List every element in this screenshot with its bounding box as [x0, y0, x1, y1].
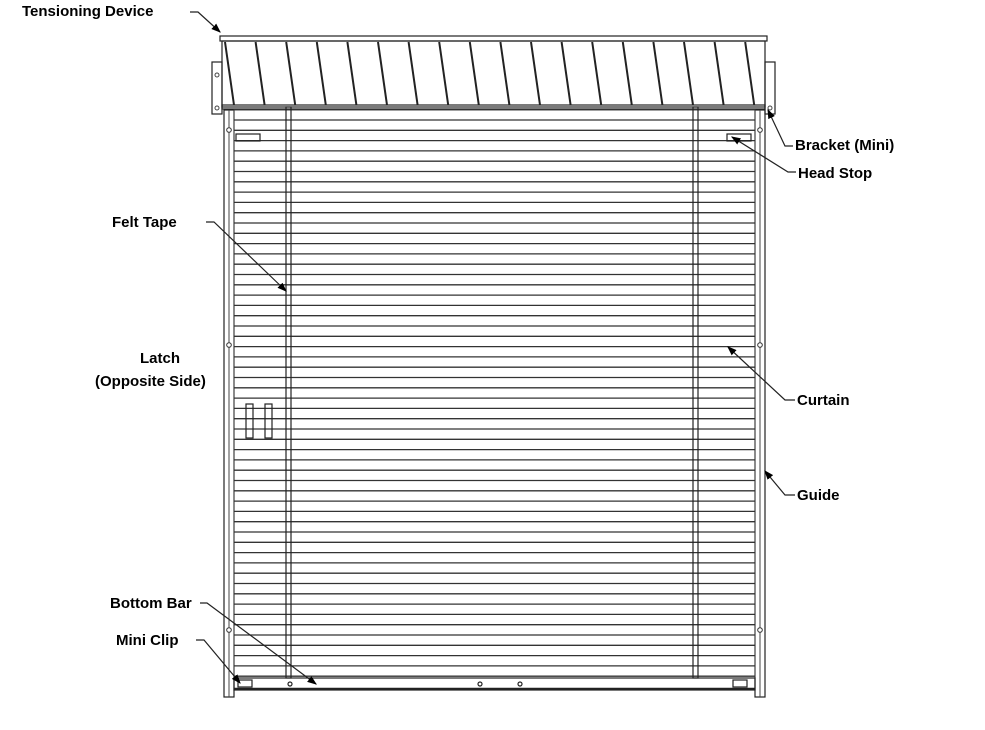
hood-stripe [254, 41, 266, 106]
hood-stripe [377, 41, 388, 106]
bracket-left [211, 61, 223, 115]
hood-stripe [224, 41, 235, 106]
label-felt-tape: Felt Tape [112, 214, 177, 231]
hood-stripe [468, 41, 480, 106]
hood-stripe [285, 41, 297, 106]
guide-holes [226, 127, 763, 633]
guide-hole [757, 127, 763, 133]
hood-stripe [713, 41, 725, 106]
hood-stripe [560, 41, 572, 106]
mini-clip-left [237, 679, 253, 688]
label-head-stop: Head Stop [798, 165, 872, 182]
hood-stripe [652, 41, 664, 106]
label-curtain: Curtain [797, 392, 850, 409]
mini-clip-right [732, 679, 748, 688]
label-bottom-bar: Bottom Bar [110, 595, 192, 612]
hood-stripe [407, 41, 419, 106]
leader-lines [190, 11, 796, 685]
latch [245, 403, 273, 439]
label-bracket: Bracket (Mini) [795, 137, 894, 154]
bottom-bar [233, 677, 756, 691]
hood-stripe [683, 41, 694, 106]
bracket-right [764, 61, 776, 115]
guide-hole [226, 627, 232, 633]
guide-right [754, 109, 766, 698]
guide-left [223, 109, 235, 698]
hood-stripe [530, 41, 541, 106]
head-stop-right [726, 133, 752, 142]
hood-stripe [499, 41, 511, 106]
head-stop-left [235, 133, 261, 142]
guide-hole [226, 342, 232, 348]
label-latch-note: (Opposite Side) [95, 373, 206, 390]
hood-stripe [315, 41, 327, 106]
guide-hole [226, 127, 232, 133]
hood-stripe [744, 41, 756, 106]
hood [219, 35, 768, 110]
label-tensioning-device: Tensioning Device [22, 3, 153, 20]
hood-stripe [346, 41, 358, 106]
guide-hole [757, 342, 763, 348]
curtain [233, 109, 756, 679]
guide-hole [757, 627, 763, 633]
label-latch: Latch [140, 350, 180, 367]
hood-stripe [591, 41, 603, 106]
label-mini-clip: Mini Clip [116, 632, 179, 649]
hood-stripe [438, 41, 450, 106]
hood-stripe [621, 41, 633, 106]
label-guide: Guide [797, 487, 840, 504]
